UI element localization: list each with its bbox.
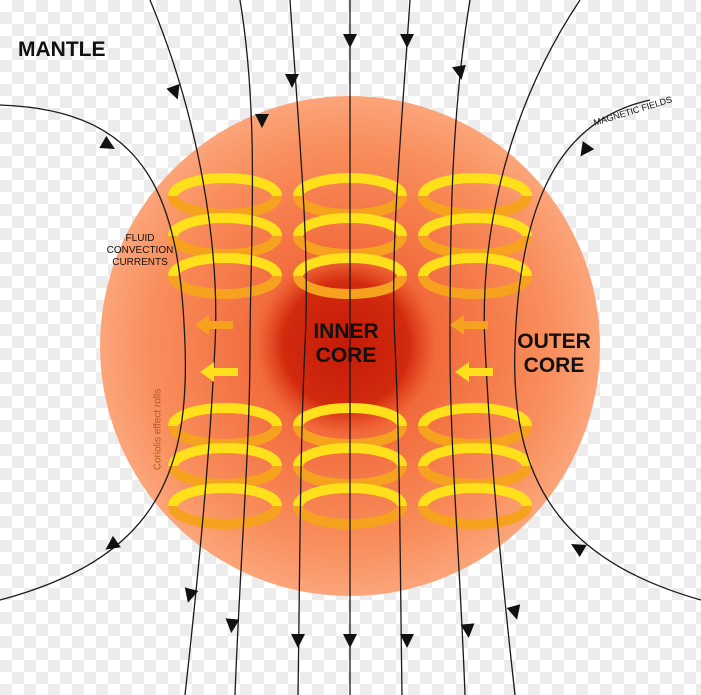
arrow-icon [99,135,115,149]
field-arrows [99,34,595,648]
inner-core-label: INNER CORE [300,320,392,368]
outer-core-line2: CORE [523,354,585,377]
flow-arrow-icon [455,362,493,382]
arrow-icon [580,141,595,157]
spiral-coil-back [168,505,282,529]
spiral-coil-front [168,483,282,507]
arrow-icon [225,618,240,633]
arrow-icon [343,634,357,648]
field-line [234,0,254,695]
arrow-icon [105,535,121,550]
field-line [0,104,187,601]
fluid-line1: FLUID [125,233,155,244]
arrow-icon [285,74,299,88]
arrow-icon [291,634,305,648]
arrow-icon [343,34,357,48]
field-line [149,0,217,695]
spiral-coil-back [168,275,282,299]
spiral-coil-front [418,443,532,467]
field-line [483,0,581,695]
field-line [514,99,701,601]
spiral-coil-front [168,403,282,427]
inner-core-line1: INNER [313,320,379,343]
spiral-coil-front [168,213,282,237]
spiral-coil-front [418,483,532,507]
flow-arrow-icon [450,315,488,335]
flow-arrow-icon [195,315,233,335]
inner-core-line2: CORE [315,344,377,367]
fluid-line3: CURRENTS [112,257,168,268]
mantle-label: MANTLE [18,38,106,61]
arrow-icon [506,604,521,620]
outer-core-label: OUTER CORE [508,330,600,378]
spiral-coil-front [418,173,532,197]
fluid-line2: CONVECTION [106,245,174,256]
arrow-icon [255,114,269,128]
arrow-icon [571,544,587,558]
spiral-coil-front [168,173,282,197]
spiral-coil-front [418,403,532,427]
inner-core [256,255,436,435]
arrow-icon [400,34,414,48]
flow-arrow-icon [200,362,238,382]
coriolis-label: Coriolis effect rolls [152,388,164,471]
outer-core-line1: OUTER [517,330,591,353]
spiral-coil-back [418,275,532,299]
spiral-coil-front [168,443,282,467]
arrow-icon [460,623,475,638]
arrow-icon [400,634,414,648]
field-line [289,0,307,695]
arrow-icon [166,83,180,100]
spiral-coil-front [418,213,532,237]
fluid-convection-label: FLUID CONVECTION CURRENTS [100,233,180,269]
arrow-icon [452,64,466,80]
field-line [393,0,411,695]
flow-arrows [195,315,493,382]
spiral-coil-back [418,505,532,529]
arrow-icon [184,587,199,603]
field-line [449,0,471,695]
